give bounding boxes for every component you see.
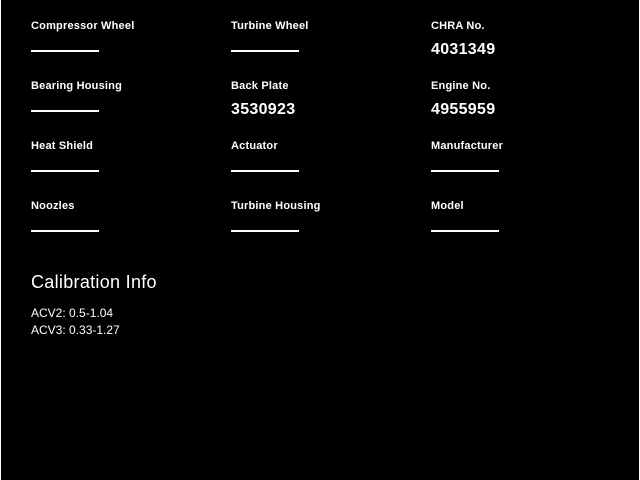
field-label: Bearing Housing <box>31 80 123 92</box>
field-label: Turbine Housing <box>231 200 321 212</box>
field-noozles: Noozles <box>31 196 231 256</box>
field-turbine-housing: Turbine Housing <box>231 196 431 256</box>
field-label: Turbine Wheel <box>231 20 309 32</box>
empty-value-dash <box>231 230 299 232</box>
calibration-line-acv3: ACV3: 0.33-1.27 <box>31 323 120 337</box>
field-label: Back Plate <box>231 80 289 92</box>
field-turbine-wheel: Turbine Wheel <box>231 16 431 76</box>
field-label: CHRA No. <box>431 20 485 32</box>
field-engine-no: Engine No. 4955959 <box>431 76 631 136</box>
field-bearing-housing: Bearing Housing <box>31 76 231 136</box>
empty-value-dash <box>231 50 299 52</box>
empty-value-dash <box>231 170 299 172</box>
field-compressor-wheel: Compressor Wheel <box>31 16 231 76</box>
calibration-line-acv2: ACV2: 0.5-1.04 <box>31 306 114 320</box>
field-chra-no: CHRA No. 4031349 <box>431 16 631 76</box>
field-value: 3530923 <box>231 101 296 118</box>
field-manufacturer: Manufacturer <box>431 136 631 196</box>
field-label: Compressor Wheel <box>31 20 135 32</box>
field-label: Model <box>431 200 464 212</box>
empty-value-dash <box>431 230 499 232</box>
empty-value-dash <box>31 230 99 232</box>
calibration-title: Calibration Info <box>31 272 157 292</box>
field-back-plate: Back Plate 3530923 <box>231 76 431 136</box>
field-label: Noozles <box>31 200 75 212</box>
field-label: Engine No. <box>431 80 491 92</box>
field-heat-shield: Heat Shield <box>31 136 231 196</box>
empty-value-dash <box>31 170 99 172</box>
field-value: 4031349 <box>431 41 496 58</box>
empty-value-dash <box>431 170 499 172</box>
field-value: 4955959 <box>431 101 496 118</box>
field-label: Actuator <box>231 140 278 152</box>
fields-grid: Compressor Wheel Turbine Wheel CHRA No. … <box>1 0 639 256</box>
field-label: Heat Shield <box>31 140 94 152</box>
empty-value-dash <box>31 110 99 112</box>
empty-value-dash <box>31 50 99 52</box>
calibration-section: Calibration Info ACV2: 0.5-1.04 ACV3: 0.… <box>1 272 639 339</box>
field-model: Model <box>431 196 631 256</box>
field-actuator: Actuator <box>231 136 431 196</box>
field-label: Manufacturer <box>431 140 504 152</box>
